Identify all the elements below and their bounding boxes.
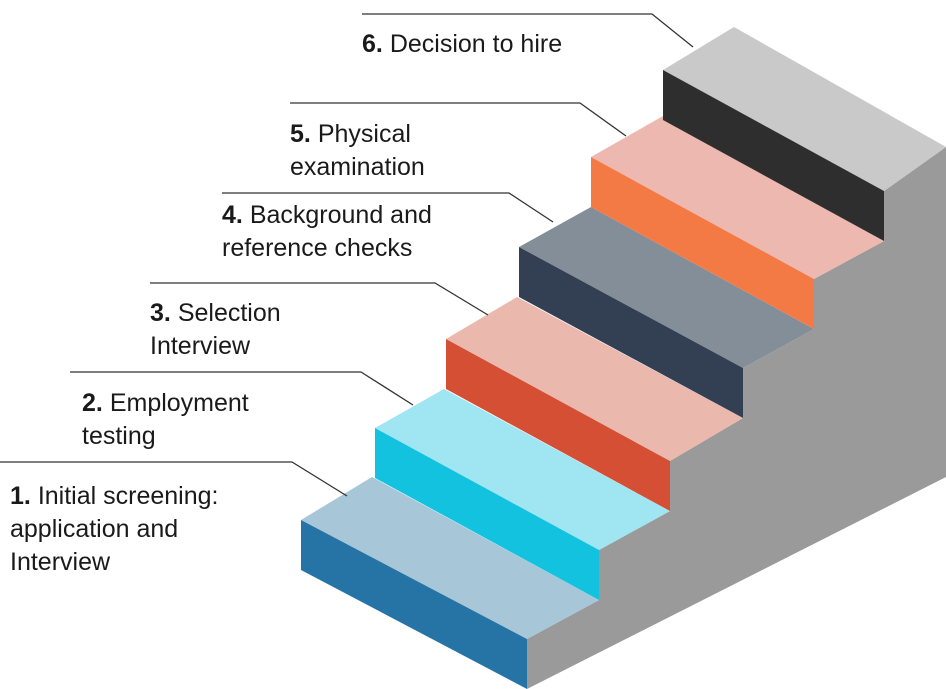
step-5-text-line-1: Physical (317, 120, 411, 148)
step-3-leader-line (150, 282, 489, 316)
step-2-tread (375, 389, 670, 550)
step-3-tread (446, 297, 743, 461)
step-3-text-line-1: Selection (177, 299, 281, 327)
step-4-tread (519, 207, 814, 368)
step-1-leader-line (0, 461, 348, 497)
step-1-number: 1. (10, 482, 31, 510)
staircase-side-wall (527, 147, 946, 689)
step-2-riser (375, 428, 599, 600)
step-5-number: 5. (290, 120, 311, 148)
step-4-label: 4. Background and reference checks (222, 199, 432, 265)
step-2-label: 2. Employment testing (82, 387, 249, 453)
step-1-tread (301, 477, 599, 639)
step-6-number: 6. (362, 30, 383, 58)
step-1-text-line-3: Interview (10, 548, 111, 576)
step-5-riser (591, 157, 814, 329)
step-6-label: 6. Decision to hire (362, 28, 562, 61)
step-5-text-line-2: examination (290, 153, 425, 181)
step-1-label: 1. Initial screening: application and In… (10, 480, 218, 579)
step-1-text-line-1: Initial screening: (37, 482, 219, 510)
step-1-riser (301, 520, 527, 689)
step-1-text-line-2: application and (10, 515, 179, 543)
step-2-text-line-1: Employment (109, 389, 249, 417)
step-4-leader-line (222, 192, 554, 223)
step-2-number: 2. (82, 389, 103, 417)
step-4-text-line-2: reference checks (222, 234, 413, 262)
step-5-tread (591, 116, 884, 279)
step-6-riser (663, 70, 884, 241)
step-3-label: 3. Selection Interview (150, 297, 281, 363)
step-2-text-line-2: testing (82, 422, 156, 450)
step-3-number: 3. (150, 299, 171, 327)
step-4-text-line-1: Background and (249, 201, 432, 229)
step-5-label: 5. Physical examination (290, 118, 425, 184)
step-6-text-line-1: Decision to hire (389, 30, 563, 58)
step-3-text-line-2: Interview (150, 332, 251, 360)
step-3-riser (446, 339, 670, 511)
step-4-number: 4. (222, 201, 243, 229)
step-5-leader-line (290, 102, 627, 137)
step-2-leader-line (70, 371, 414, 406)
step-4-riser (519, 247, 743, 418)
step-6-tread (663, 27, 946, 191)
step-6-leader-line (362, 13, 694, 48)
